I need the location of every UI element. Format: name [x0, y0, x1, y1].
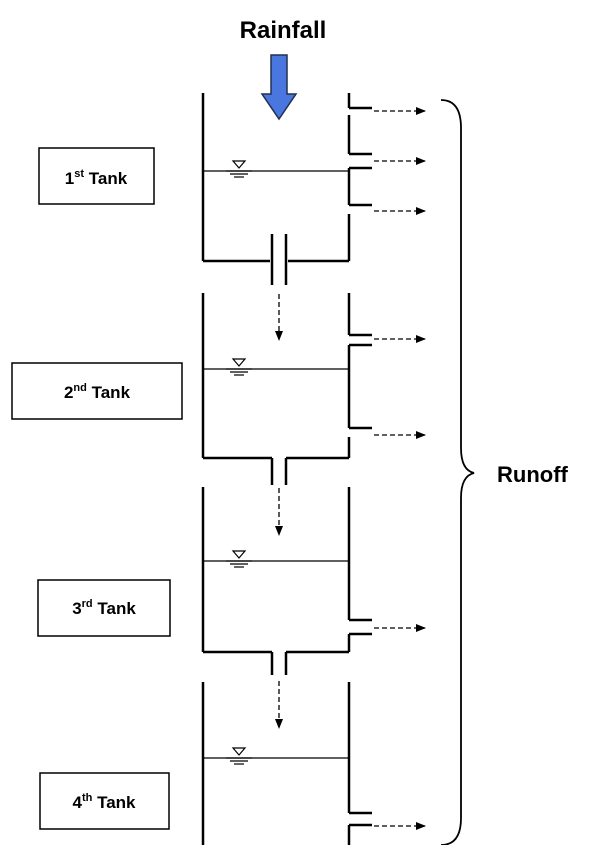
tank-1-num: 1: [65, 169, 74, 188]
tank-1-label: 1st Tank: [65, 168, 128, 188]
tank-3-num: 3: [72, 599, 81, 618]
tank-4-num: 4: [72, 793, 82, 812]
tank-4-label: 4th Tank: [72, 792, 136, 812]
tank-1: [201, 93, 372, 285]
tank-1-label-box: [38, 147, 155, 205]
rainfall-title: Rainfall: [240, 17, 327, 44]
curly-brace-icon: [440, 99, 475, 845]
water-level-icon: [226, 358, 252, 376]
tank-4-word: Tank: [97, 793, 136, 812]
tank-2: [201, 293, 372, 485]
tank-4-sup: th: [82, 792, 93, 804]
tank-2-word: Tank: [92, 383, 131, 402]
tank-3-label: 3rd Tank: [72, 598, 136, 618]
water-level-icon: [226, 550, 252, 568]
rainfall-arrow-icon: [260, 54, 298, 121]
tank-3-label-box: [37, 579, 171, 637]
tank-4-label-box: [39, 772, 170, 830]
tank-2-outflows: [374, 335, 426, 439]
tank-3-sup: rd: [82, 598, 93, 610]
water-level-icon: [226, 160, 252, 178]
tank-4: [201, 682, 372, 845]
tank-2-sup: nd: [73, 382, 86, 394]
tank-1-sup: st: [74, 168, 84, 180]
tank-3: [201, 487, 372, 675]
tank-2-label-box: [11, 362, 183, 420]
tank-3-word: Tank: [97, 599, 136, 618]
tank-1-word: Tank: [89, 169, 128, 188]
runoff-label: Runoff: [497, 462, 569, 487]
tank-2-label: 2nd Tank: [64, 382, 131, 402]
water-level-icon: [226, 747, 252, 765]
tank-1-outflows: [374, 107, 426, 215]
tank-2-num: 2: [64, 383, 73, 402]
